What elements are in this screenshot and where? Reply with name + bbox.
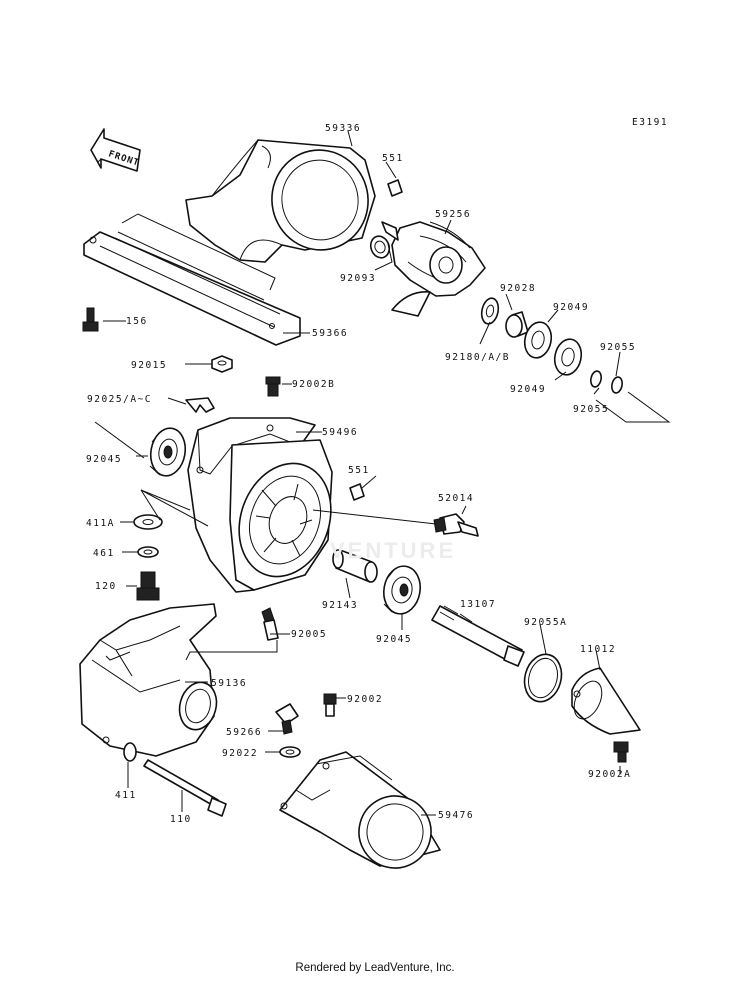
fitting-52014 bbox=[433, 513, 479, 537]
label-92055-a: 92055 bbox=[600, 342, 636, 353]
label-120: 120 bbox=[95, 581, 117, 592]
pump-case-59496 bbox=[187, 417, 333, 593]
label-92049-b: 92049 bbox=[510, 384, 546, 395]
label-59496: 59496 bbox=[322, 427, 358, 438]
label-411A: 411A bbox=[86, 518, 115, 529]
diagram-code: E3191 bbox=[632, 117, 668, 128]
label-92055A: 92055A bbox=[524, 617, 567, 628]
label-59136: 59136 bbox=[211, 678, 247, 689]
orings-92055-bracket bbox=[595, 391, 671, 423]
washer-92049-b bbox=[553, 338, 583, 376]
label-92143: 92143 bbox=[322, 600, 358, 611]
bolt-120 bbox=[136, 571, 160, 601]
label-92180: 92180/A/B bbox=[445, 352, 510, 363]
bolt-92002B bbox=[265, 376, 281, 397]
shaft-13107 bbox=[431, 605, 525, 667]
sleeve-92143 bbox=[332, 549, 378, 583]
label-110: 110 bbox=[170, 814, 192, 825]
cone-cap-11012 bbox=[571, 667, 641, 735]
label-59256: 59256 bbox=[435, 209, 471, 220]
orings-92055 bbox=[590, 370, 623, 394]
label-59336: 59336 bbox=[325, 123, 361, 134]
oring-92055A bbox=[523, 653, 563, 703]
impeller-59256 bbox=[381, 221, 486, 317]
label-92002B: 92002B bbox=[292, 379, 335, 390]
ride-plate-59366 bbox=[83, 213, 301, 346]
pin-551-middle bbox=[349, 483, 365, 501]
shim-92025 bbox=[185, 397, 215, 413]
footer-credit: Rendered by LeadVenture, Inc. bbox=[295, 962, 455, 974]
washer-92022 bbox=[279, 746, 301, 758]
label-59476: 59476 bbox=[438, 810, 474, 821]
label-92015: 92015 bbox=[131, 360, 167, 371]
label-92002A: 92002A bbox=[588, 769, 631, 780]
label-92055-b: 92055 bbox=[573, 404, 609, 415]
bolt-92002 bbox=[323, 693, 337, 717]
label-11012: 11012 bbox=[580, 644, 616, 655]
label-13107: 13107 bbox=[460, 599, 496, 610]
label-92002: 92002 bbox=[347, 694, 383, 705]
fitting-59266 bbox=[275, 703, 299, 735]
bolt-156 bbox=[82, 307, 99, 332]
bushing-92028 bbox=[505, 311, 529, 338]
part-labels: 59336 551 59256 92093 92028 92049 92180/… bbox=[86, 123, 636, 825]
label-92049-a: 92049 bbox=[553, 302, 589, 313]
label-92045-top: 92045 bbox=[86, 454, 122, 465]
pin-551-top bbox=[387, 179, 403, 197]
label-551-middle: 551 bbox=[348, 465, 370, 476]
leader-lines bbox=[94, 130, 621, 816]
label-156: 156 bbox=[126, 316, 148, 327]
label-461: 461 bbox=[93, 548, 115, 559]
bolt-92002A bbox=[613, 741, 629, 763]
label-92093: 92093 bbox=[340, 273, 376, 284]
nozzle-59136 bbox=[79, 603, 218, 757]
label-92022: 92022 bbox=[222, 748, 258, 759]
lockwasher-461 bbox=[137, 546, 159, 558]
label-59266: 59266 bbox=[226, 727, 262, 738]
label-92025: 92025/A~C bbox=[87, 394, 152, 405]
label-92028: 92028 bbox=[500, 283, 536, 294]
washer-411 bbox=[123, 742, 137, 762]
nut-92015 bbox=[211, 355, 233, 373]
label-411: 411 bbox=[115, 790, 137, 801]
pump-housing-59336 bbox=[185, 139, 376, 263]
bolt-110 bbox=[143, 759, 227, 817]
washer-411A bbox=[133, 514, 163, 530]
tail-nozzle-59476 bbox=[279, 751, 441, 869]
washer-92180 bbox=[480, 297, 500, 325]
bearing-92045-middle bbox=[382, 565, 422, 615]
label-551-top: 551 bbox=[382, 153, 404, 164]
front-arrow: FRONT bbox=[90, 128, 141, 172]
watermark-text: VENTURE bbox=[330, 538, 457, 563]
label-92045-middle: 92045 bbox=[376, 634, 412, 645]
bearing-92045-top bbox=[149, 427, 187, 477]
label-92005: 92005 bbox=[291, 629, 327, 640]
fitting-92005 bbox=[261, 607, 279, 641]
washer-92049-a bbox=[523, 321, 553, 359]
label-59366: 59366 bbox=[312, 328, 348, 339]
label-52014: 52014 bbox=[438, 493, 474, 504]
